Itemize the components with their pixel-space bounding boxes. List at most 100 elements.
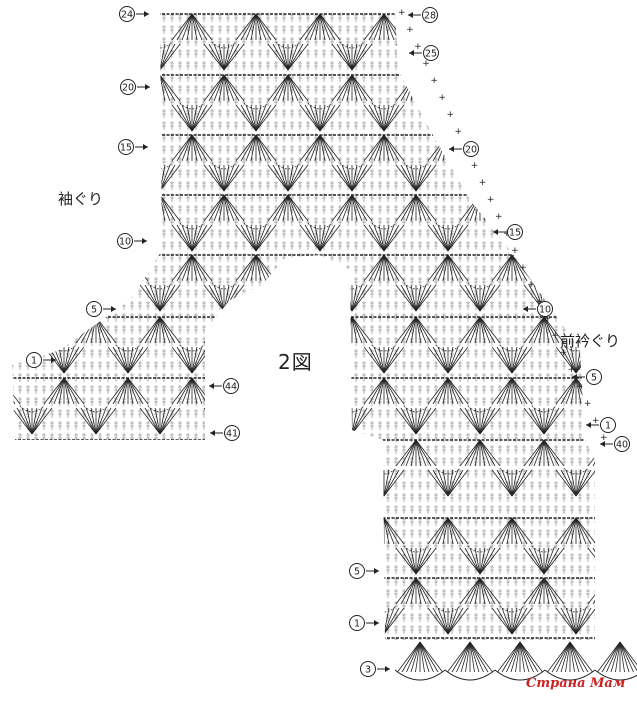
fan-stitch	[139, 407, 161, 435]
fan-stitch	[208, 439, 225, 467]
fan-stitch	[442, 517, 449, 545]
arrow-head	[374, 620, 379, 626]
fan-stitch	[331, 439, 353, 467]
fan-stitch	[159, 74, 176, 102]
fan-stitch	[464, 439, 481, 467]
fan-stitch	[63, 346, 70, 374]
fan-stitch	[171, 13, 193, 41]
fan-stitch	[95, 407, 107, 435]
fan-stitch	[405, 547, 417, 575]
fan	[395, 577, 469, 635]
fan-stitch	[523, 194, 545, 222]
fan-stitch	[415, 547, 432, 575]
fan-stitch	[341, 194, 353, 222]
fan-stitch	[12, 517, 21, 545]
fan-stitch	[620, 225, 637, 251]
fan-stitch	[58, 377, 65, 405]
fan-stitch	[415, 316, 422, 344]
arrow-head	[145, 84, 150, 90]
fan-stitch	[287, 284, 304, 312]
fan-stitch	[383, 469, 390, 497]
fan-stitch	[511, 517, 528, 545]
fan-stitch	[287, 407, 294, 435]
fan-stitch	[608, 285, 623, 311]
fan	[491, 13, 565, 71]
fan-stitch	[608, 44, 623, 70]
fan-stitch	[12, 316, 33, 344]
fan-stitch	[319, 607, 326, 635]
fan-stitch	[608, 44, 618, 70]
fan-stitch	[496, 469, 513, 497]
fan-stitch	[351, 439, 358, 467]
fan-stitch	[240, 104, 257, 132]
fan-stitch	[80, 577, 97, 605]
fan-stitch	[538, 439, 545, 467]
fan-stitch	[319, 104, 341, 132]
fan-stitch	[506, 517, 513, 545]
fan-stitch	[319, 377, 331, 405]
fan-stitch	[186, 104, 193, 132]
fan-stitch	[282, 284, 289, 312]
fan-stitch	[346, 194, 353, 222]
fan-stitch	[432, 517, 449, 545]
edge-cross: +	[511, 246, 519, 256]
fan-stitch	[255, 104, 262, 132]
fan-stitch	[491, 134, 513, 162]
fan-stitch	[575, 517, 587, 545]
row-marker: 10	[117, 233, 147, 249]
fan-stitch	[378, 13, 385, 41]
fan-stitch	[565, 377, 577, 405]
fan-stitch	[575, 224, 592, 252]
row-marker-circle	[600, 417, 616, 433]
fan-stitch	[395, 316, 417, 344]
fan-stitch	[506, 104, 513, 132]
fan-stitch	[511, 469, 518, 497]
fan-stitch	[560, 134, 577, 162]
fan-stitch	[240, 377, 257, 405]
fan-stitch	[255, 134, 272, 162]
fan-stitch	[154, 43, 161, 71]
fan-stitch	[351, 164, 368, 192]
fan-stitch	[95, 74, 107, 102]
edge-cross: +	[600, 433, 608, 443]
fan-stitch	[277, 407, 289, 435]
fan-stitch	[496, 607, 513, 635]
fan-stitch	[255, 377, 262, 405]
fan-stitch	[346, 43, 353, 71]
fan-stitch	[383, 134, 405, 162]
fan-stitch	[154, 439, 161, 467]
fan-stitch	[12, 164, 33, 192]
fan-stitch	[501, 607, 513, 635]
fan	[491, 134, 565, 192]
fan-stitch	[287, 407, 299, 435]
fan-stitch	[85, 43, 97, 71]
fan-stitch	[464, 284, 481, 312]
fan-stitch	[363, 13, 385, 41]
fan	[75, 439, 149, 497]
fan-stitch	[63, 607, 70, 635]
fan-stitch	[533, 74, 545, 102]
fan-stitch	[139, 74, 161, 102]
fan-stitch	[351, 194, 368, 222]
chain-arc	[211, 282, 237, 290]
fan-stitch	[331, 43, 353, 71]
chain-arc	[403, 405, 429, 413]
fan-stitch	[543, 194, 555, 222]
fan-stitch	[191, 254, 203, 282]
scallop-stitch	[569, 641, 584, 673]
fan-stitch	[208, 284, 225, 312]
fan-stitch	[255, 13, 272, 41]
chain-arc	[19, 545, 45, 553]
scallop-stitch	[406, 641, 421, 673]
fan-stitch	[95, 439, 107, 467]
fan-stitch	[331, 194, 353, 222]
fan-stitch	[314, 346, 321, 374]
fan-stitch	[511, 377, 518, 405]
fan-stitch	[149, 547, 161, 575]
scallop-stitch	[569, 641, 589, 673]
fan-stitch	[63, 346, 85, 374]
fan-stitch	[415, 194, 432, 222]
fan-stitch	[447, 469, 454, 497]
scallop-stitch	[469, 641, 493, 673]
fan-stitch	[555, 346, 577, 374]
